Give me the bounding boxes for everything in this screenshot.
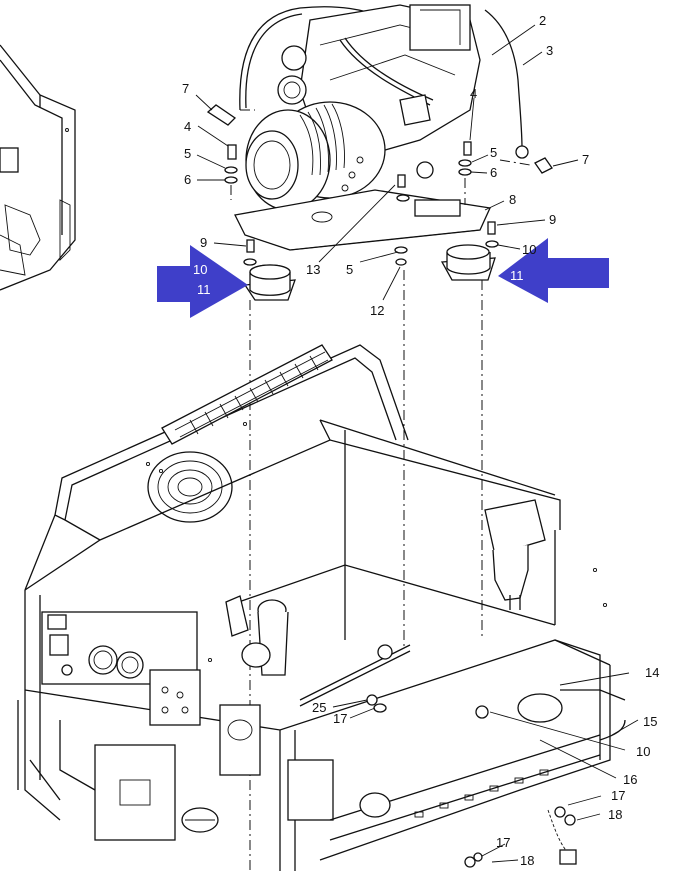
isolator-mount-left <box>243 264 296 301</box>
callout-label: 11 <box>197 282 211 297</box>
highlight-arrow-left <box>157 245 248 318</box>
callout-label: 5 <box>490 145 497 160</box>
callout-label: 5 <box>184 146 191 161</box>
callout-label: 9 <box>549 212 556 227</box>
callout-label: 13 <box>306 262 320 277</box>
generator-assembly <box>234 4 529 251</box>
callout-label: 7 <box>182 81 189 96</box>
callout-label: 25 <box>312 700 326 715</box>
callout-label: 17 <box>611 788 625 803</box>
callout-label: 8 <box>509 192 516 207</box>
callout-label: 12 <box>370 303 384 318</box>
callout-label: 10 <box>522 242 536 257</box>
hardware-items <box>206 104 553 266</box>
isolator-mount-right <box>440 244 496 281</box>
callout-label: 6 <box>184 172 191 187</box>
callout-label: 14 <box>645 665 659 680</box>
callout-label: 2 <box>539 13 546 28</box>
callout-label: 11 <box>510 268 524 283</box>
leader-lines <box>195 24 639 863</box>
callout-label: 7 <box>582 152 589 167</box>
callout-label: 10 <box>636 744 650 759</box>
callout-label: 4 <box>184 119 191 134</box>
callout-label: 4 <box>470 86 477 101</box>
left-housing-partial <box>0 44 76 291</box>
main-frame-housing <box>17 344 626 871</box>
callout-label: 15 <box>643 714 657 729</box>
callout-label: 3 <box>546 43 553 58</box>
callout-label: 17 <box>333 711 347 726</box>
callout-label: 17 <box>496 835 510 850</box>
callout-label: 9 <box>200 235 207 250</box>
callout-label: 5 <box>346 262 353 277</box>
callout-label: 18 <box>520 853 534 868</box>
callout-labels: 2 3 7 7 4 4 5 6 5 6 8 9 10 9 10 13 5 12 … <box>182 13 659 868</box>
callout-label: 6 <box>490 165 497 180</box>
highlight-arrow-right <box>498 238 609 303</box>
callout-label: 10 <box>193 262 207 277</box>
callout-label: 16 <box>623 772 637 787</box>
callout-label: 18 <box>608 807 622 822</box>
